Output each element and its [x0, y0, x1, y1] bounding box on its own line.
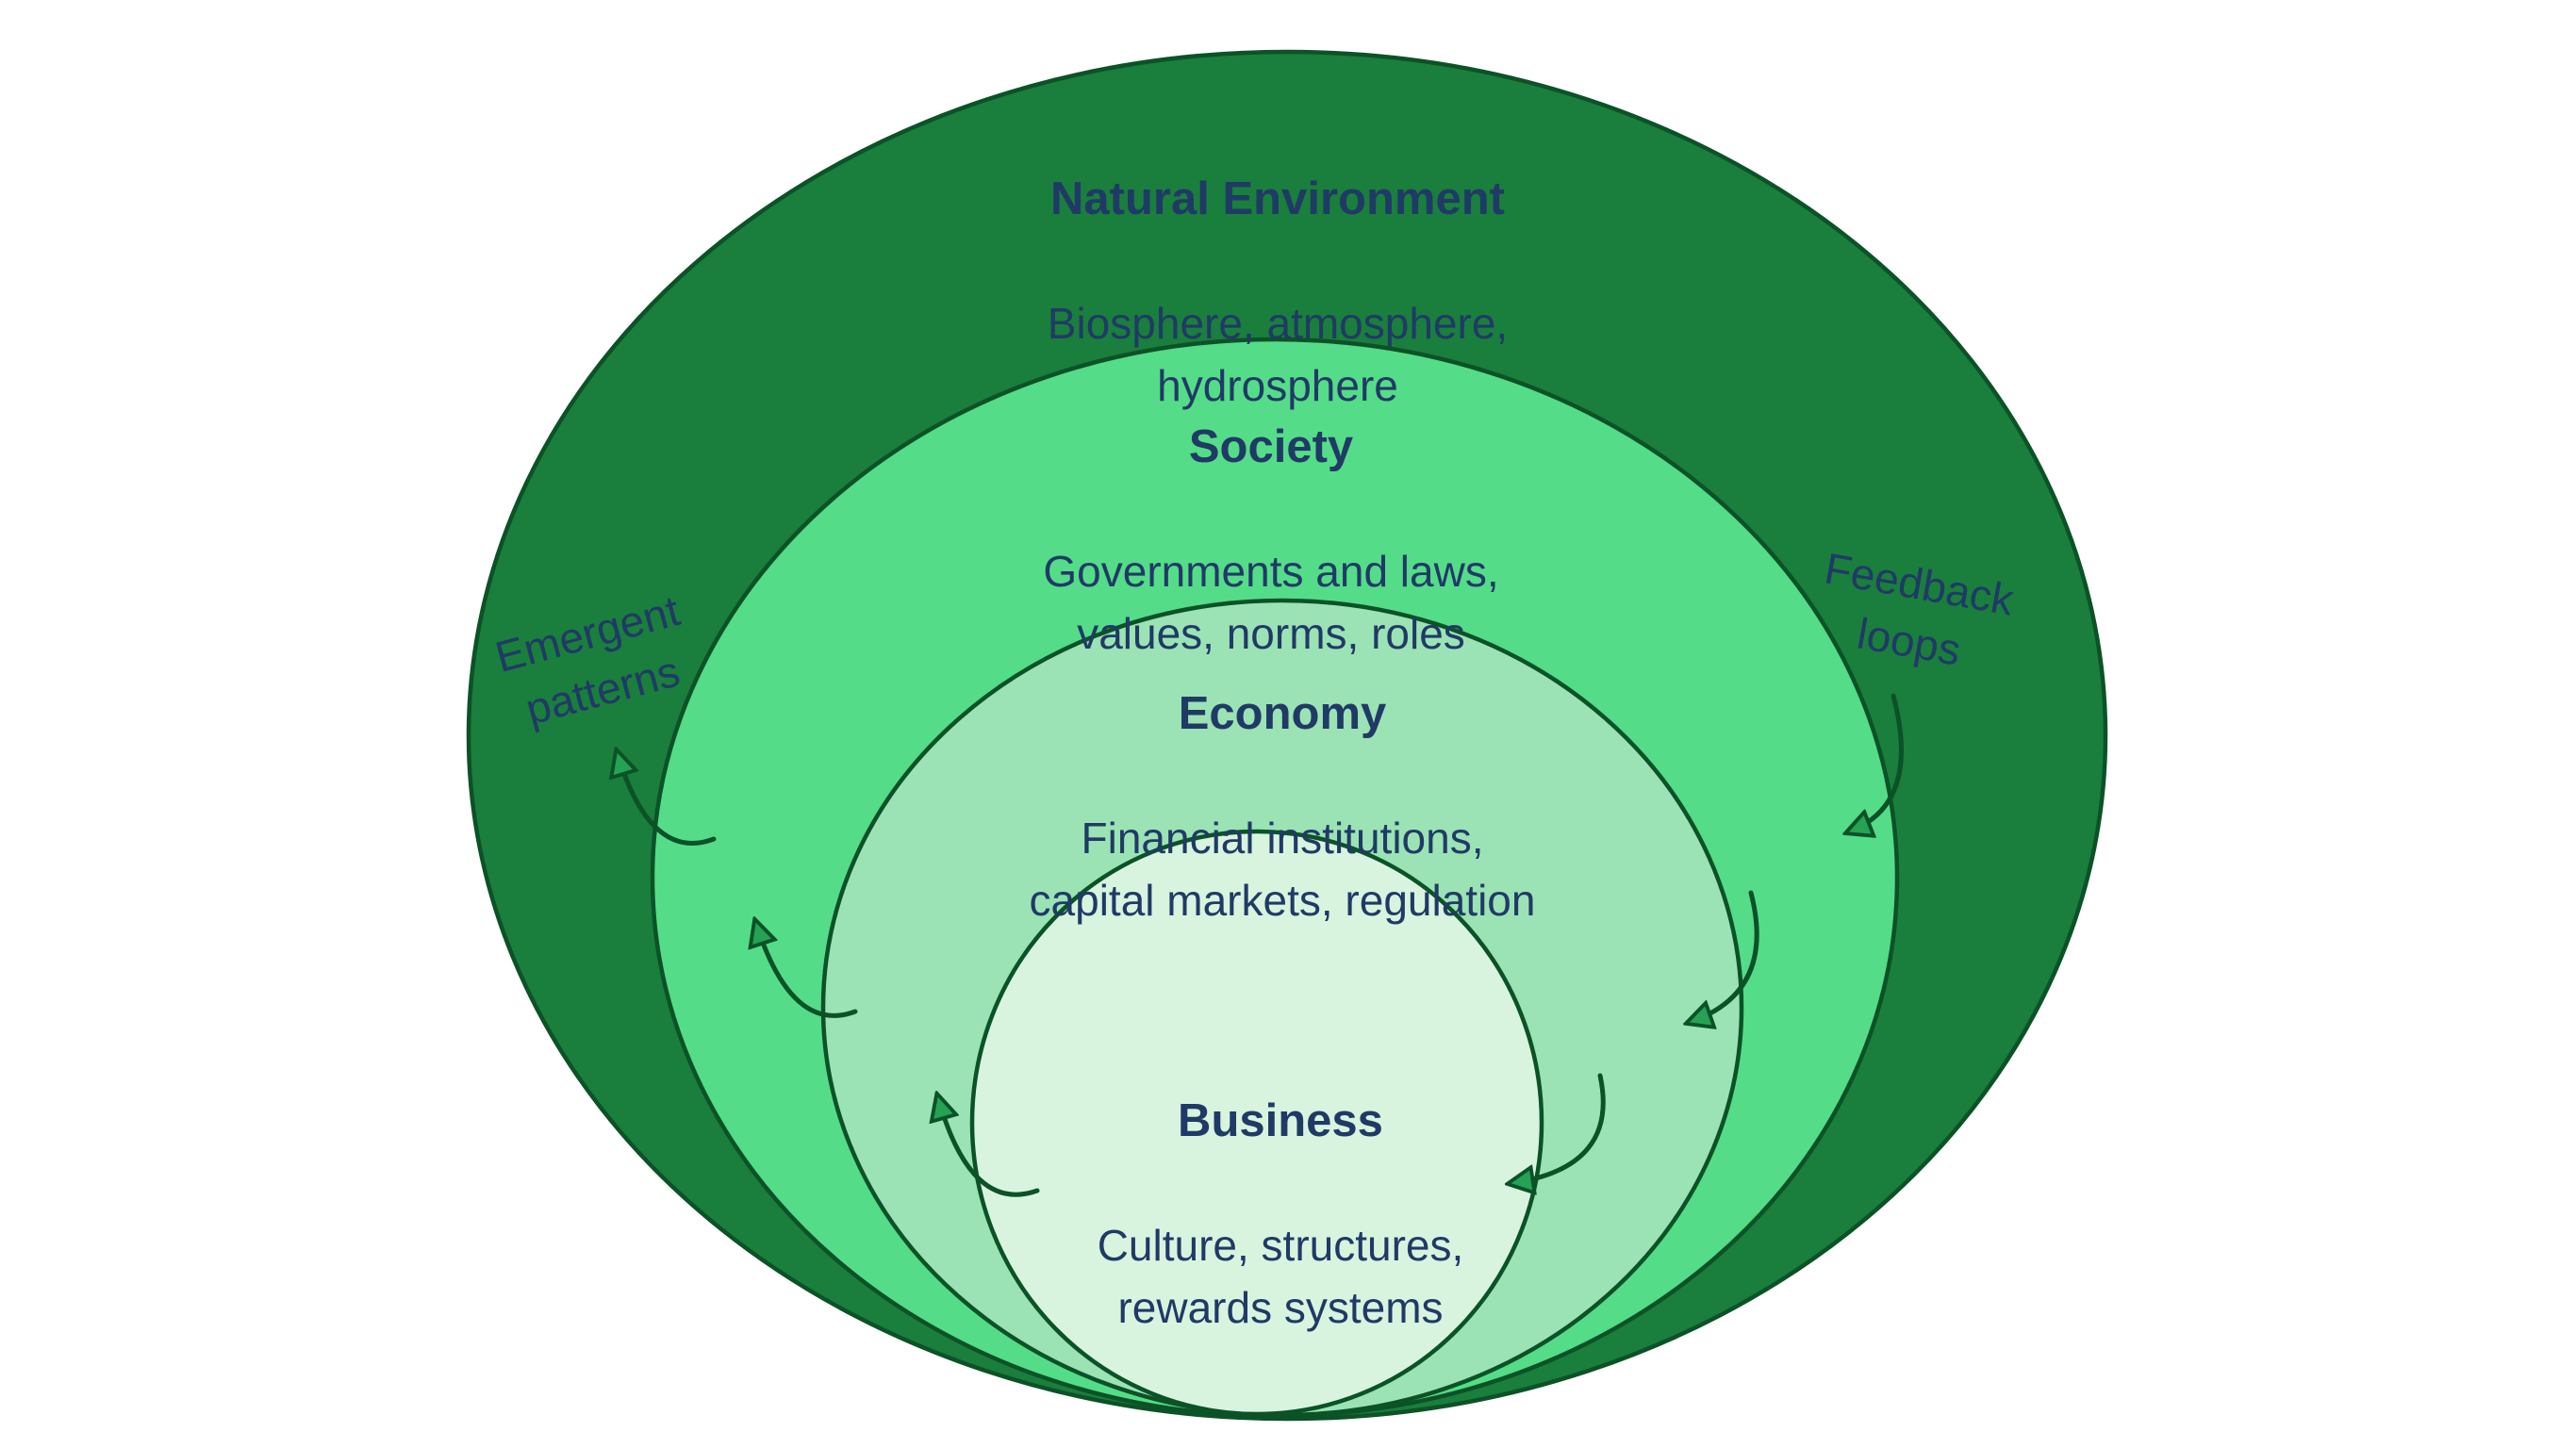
- emergent-arrow-3: [938, 1098, 1040, 1197]
- ring-title-society: Society: [1188, 421, 1354, 472]
- ring-title-natural-environment: Natural Environment: [1050, 173, 1505, 224]
- ellipse-business: [969, 829, 1544, 1417]
- ring-title-business: Business: [1178, 1095, 1383, 1146]
- ring-subtitle-natural-environment: Biosphere, atmosphere, hydrosphere: [1047, 299, 1509, 410]
- feedback-arrow-1: [1850, 693, 1904, 831]
- ring-title-economy: Economy: [1178, 688, 1387, 739]
- ring-label-economy: Economy Financial institutions, capital …: [1030, 620, 1536, 994]
- ring-subtitle-economy: Financial institutions, capital markets,…: [1029, 814, 1536, 925]
- ring-label-society: Society Governments and laws, values, no…: [1043, 354, 1498, 727]
- emergent-arrow-1: [618, 754, 717, 846]
- ring-subtitle-society: Governments and laws, values, norms, rol…: [1043, 547, 1499, 658]
- feedback-arrow-3: [1512, 1073, 1606, 1183]
- feedback-arrow-2: [1691, 890, 1759, 1022]
- ring-label-natural-environment: Natural Environment Biosphere, atmospher…: [1048, 106, 1508, 479]
- ring-subtitle-business: Culture, structures, rewards systems: [1097, 1221, 1464, 1332]
- emergent-arrow-2: [756, 924, 858, 1018]
- ring-label-business: Business Culture, structures, rewards sy…: [1098, 1028, 1464, 1401]
